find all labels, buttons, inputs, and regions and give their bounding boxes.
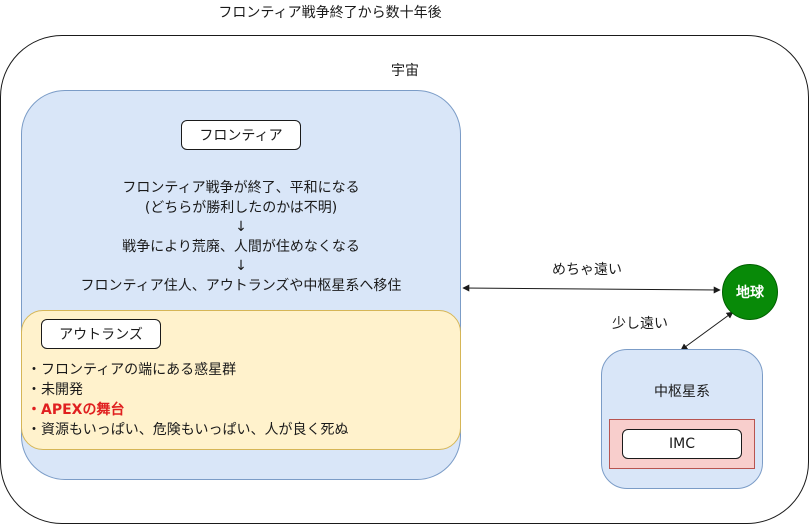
history-line: (どちらが勝利したのかは不明) [144,199,338,216]
far-connection-arrow [462,284,721,294]
feature-item: ・フロンティアの端にある惑星群 [27,362,237,378]
history-line: 戦争により荒廃、人間が住めなくなる [122,238,360,255]
feature-item: ・資源もいっぱい、危険もいっぱい、人が良く死ぬ [27,422,349,438]
diagram-title: フロンティア戦争終了から数十年後 [218,5,442,21]
history-arrow: ↓ [235,258,247,274]
outlands-label: アウトランズ [41,319,161,349]
history-arrow: ↓ [235,219,247,235]
core-systems-label: 中枢星系 [654,384,710,400]
frontier-history: フロンティア戦争が終了、平和になる (どちらが勝利したのかは不明) ↓ 戦争によ… [21,179,461,296]
history-line: フロンティア戦争が終了、平和になる [122,180,360,196]
history-line: フロンティア住人、アウトランズや中枢星系へ移住 [80,277,402,294]
feature-item-highlight: ・APEXの舞台 [27,402,125,418]
distance-label-far: めちゃ遠い [552,262,622,278]
outlands-region [21,310,461,450]
near-connection-arrow [680,311,734,351]
distance-label-near: 少し遠い [612,316,668,332]
feature-item: ・未開発 [27,382,83,398]
earth-node: 地球 [722,264,778,320]
outlands-features: ・フロンティアの端にある惑星群 ・未開発 ・APEXの舞台 ・資源もいっぱい、危… [27,360,348,440]
universe-label: 宇宙 [391,63,419,79]
universe-container [0,35,809,524]
imc-label: IMC [622,429,742,459]
frontier-label: フロンティア [181,120,301,150]
